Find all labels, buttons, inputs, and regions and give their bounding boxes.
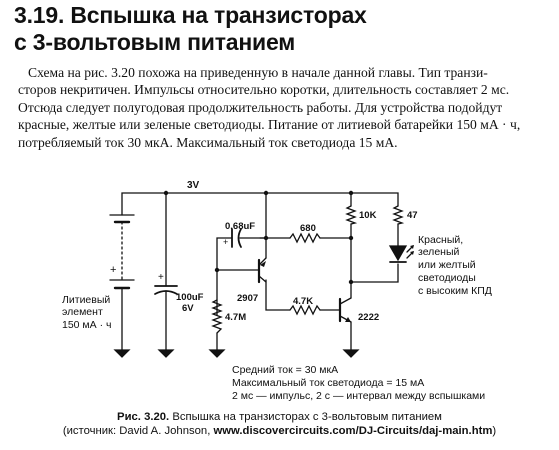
heading-line-1: 3.19. Вспышка на транзисторах	[14, 2, 367, 28]
transistor-q2-label: 2222	[358, 312, 379, 323]
transistor-q1-label: 2907	[237, 293, 258, 304]
led-symbol	[388, 245, 414, 263]
resistor-4m7-label: 4.7M	[225, 312, 246, 323]
caption-figure-title: Вспышка на транзисторах с 3-вольтовым пи…	[169, 411, 442, 423]
body-paragraph: Схема на рис. 3.20 похожа на приведенную…	[18, 64, 558, 151]
supply-voltage-label: 3V	[187, 180, 200, 191]
led-label-line-2: зеленый	[418, 246, 459, 258]
resistor-4k7-symbol	[289, 304, 321, 316]
junction-dots	[163, 190, 354, 285]
resistor-47-label: 47	[407, 210, 418, 221]
led-label-line-1: Красный,	[418, 234, 463, 246]
battery-label-line-1: Литиевый	[62, 294, 110, 306]
paragraph-line-5: потребляемый ток 30 мкА. Максимальный то…	[18, 134, 398, 150]
wire-led-to-q2	[350, 263, 399, 299]
cap-068uf-value: 0.68uF	[225, 221, 255, 232]
capacitor-100uf-symbol	[154, 285, 178, 295]
figure-caption: Рис. 3.20. Вспышка на транзисторах с 3-в…	[0, 411, 559, 438]
section-heading: 3.19. Вспышка на транзисторах с 3-вольто…	[14, 2, 367, 56]
circuit-wires	[121, 192, 399, 351]
battery-label-line-3: 150 мА · ч	[62, 319, 111, 331]
paragraph-line-2: сторов некритичен. Импульсы относительно…	[18, 82, 510, 98]
wire-q1-collector	[265, 279, 291, 311]
caption-figure-number: Рис. 3.20.	[117, 411, 170, 423]
capacitor-068uf-symbol	[231, 228, 242, 248]
cap-100uf-plus-sign: +	[158, 272, 164, 283]
wire-cap-small-left	[216, 237, 233, 316]
note-average-current: Средний ток = 30 мкА	[232, 364, 338, 376]
caption-source-prefix: (источник: David A. Johnson,	[62, 424, 214, 437]
resistor-4m7-symbol	[211, 299, 223, 334]
paragraph-line-3: Отсюда следует полугодовая продолжительн…	[18, 99, 503, 115]
ground-cap-100uf	[157, 349, 175, 358]
transistor-q2-2222	[338, 297, 352, 323]
led-label-line-4: светодиоды	[418, 272, 476, 284]
wire-supply-rail	[121, 192, 399, 216]
caption-source-suffix: )	[492, 424, 497, 437]
resistor-47-symbol	[392, 205, 405, 225]
paragraph-line-1: Схема на рис. 3.20 похожа на приведенную…	[28, 65, 488, 80]
resistor-4k7-label: 4.7K	[293, 296, 313, 307]
resistor-680-label: 680	[300, 223, 316, 234]
cap-100uf-value: 100uF	[176, 292, 204, 303]
ground-battery	[113, 349, 131, 358]
cap-068uf-plus-sign: +	[223, 237, 228, 247]
ground-4m7	[208, 349, 226, 358]
transistor-q1-2907	[257, 257, 267, 284]
ground-symbols	[113, 349, 360, 358]
heading-line-2: с 3-вольтовым питанием	[14, 29, 296, 55]
caption-source-url: www.discovercircuits.com/DJ-Circuits/daj…	[213, 424, 493, 437]
resistor-10k-symbol	[345, 205, 358, 225]
note-max-led-current: Максимальный ток светодиода = 15 мА	[232, 377, 424, 389]
battery-symbol	[109, 214, 135, 290]
caption-line-2: (источник: David A. Johnson, www.discove…	[0, 425, 559, 439]
caption-line-1: Рис. 3.20. Вспышка на транзисторах с 3-в…	[0, 411, 559, 425]
note-pulse-timing: 2 мс — импульс, 2 с — интервал между всп…	[232, 390, 485, 402]
resistor-10k-label: 10K	[359, 210, 377, 221]
led-label-line-5: с высоким КПД	[418, 285, 492, 297]
paragraph-line-4: красные, желтые или зеленые светодиоды. …	[18, 117, 521, 133]
led-label-line-3: или желтый	[418, 259, 476, 271]
ground-q2	[342, 349, 360, 358]
cap-100uf-voltage: 6V	[182, 303, 194, 314]
resistor-680-symbol	[289, 232, 321, 244]
battery-plus-sign: +	[110, 264, 116, 276]
battery-label-line-2: элемент	[62, 306, 103, 318]
